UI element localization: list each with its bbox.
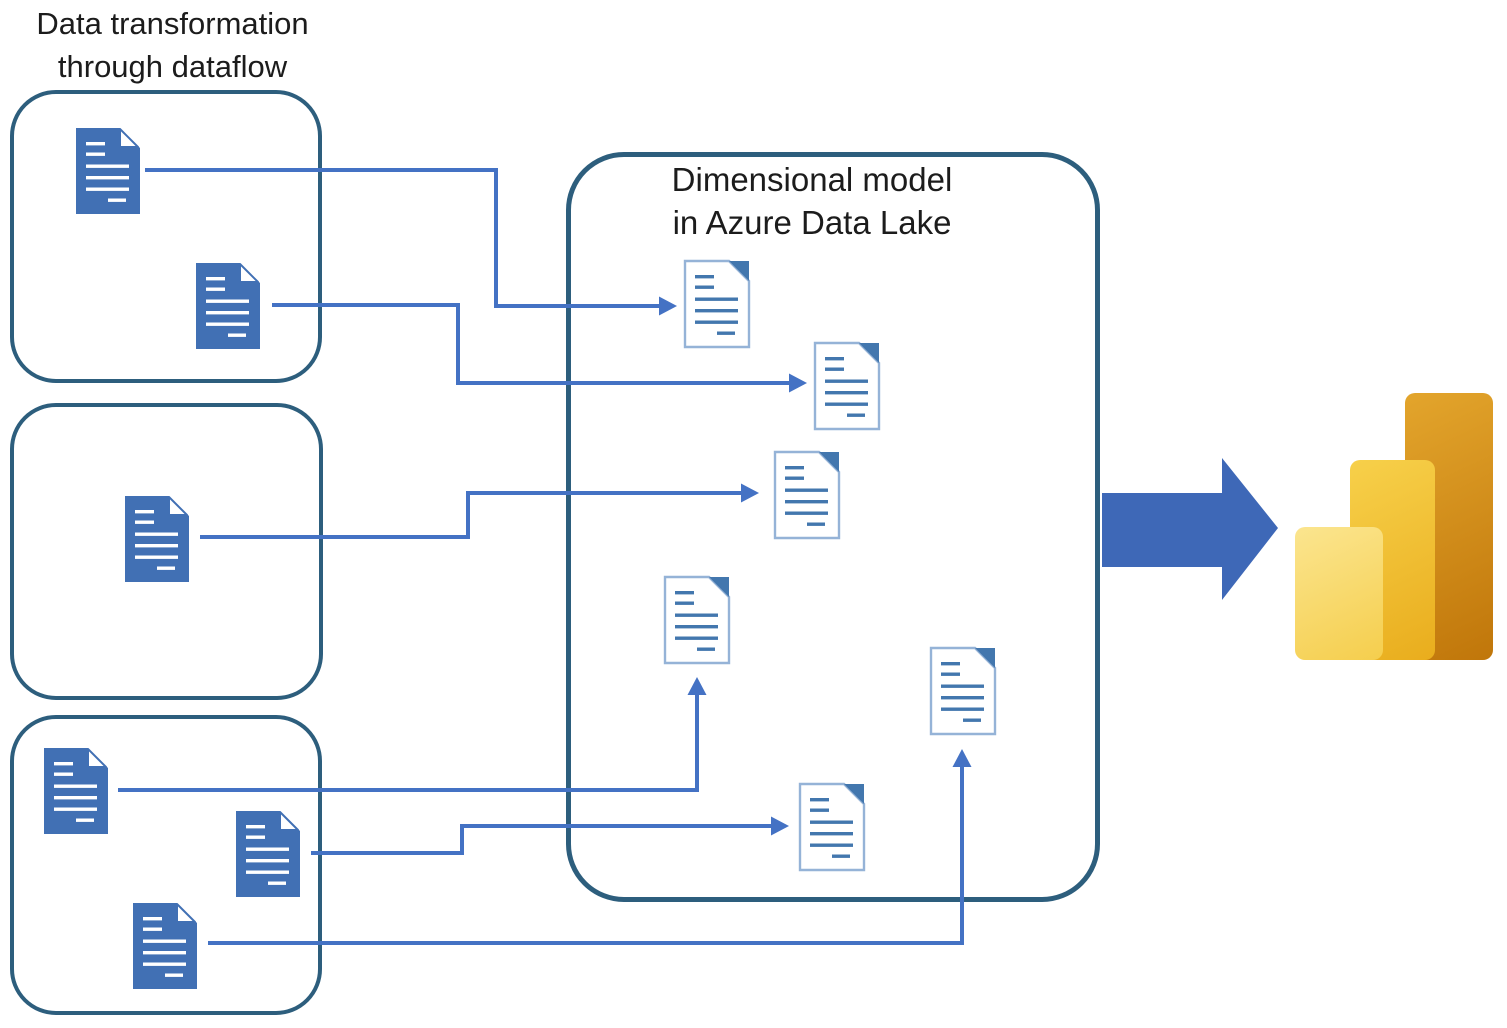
flow-arrow-2: [272, 303, 807, 393]
arrowhead-icon: [687, 677, 707, 695]
lake-container: [566, 152, 1100, 902]
model-document-6: [928, 645, 998, 737]
arrowhead-icon: [789, 373, 807, 393]
lake-title-line1: Dimensional model: [671, 161, 953, 198]
arrowhead-icon: [659, 296, 677, 316]
lake-title-line2: in Azure Data Lake: [672, 204, 952, 241]
dataflow-box-1: [10, 90, 322, 383]
model-document-2: [812, 340, 882, 432]
document-icon: [683, 259, 751, 349]
source-document-4: [41, 745, 111, 837]
dataflow-title-line2: through dataflow: [57, 49, 288, 84]
document-icon: [196, 263, 260, 349]
model-document-4: [662, 574, 732, 666]
document-icon: [236, 811, 300, 897]
dataflow-box-3: [10, 715, 322, 1015]
source-document-2: [193, 260, 263, 352]
flow-arrow-5: [311, 816, 789, 855]
document-icon: [798, 782, 866, 872]
document-icon: [44, 748, 108, 834]
document-icon: [773, 450, 841, 540]
document-icon: [133, 903, 197, 989]
document-icon: [76, 128, 140, 214]
output-arrow: [1102, 458, 1278, 600]
model-document-3: [772, 449, 842, 541]
dataflow-title-line1: Data transformation: [36, 6, 309, 41]
powerbi-bar-short: [1295, 527, 1383, 660]
document-icon: [663, 575, 731, 665]
arrowhead-icon: [952, 749, 972, 767]
arrowhead-icon: [771, 816, 789, 836]
document-icon: [929, 646, 997, 736]
flow-arrow-1: [145, 168, 677, 316]
lake-title: Dimensional model in Azure Data Lake: [617, 158, 1007, 244]
source-document-5: [233, 808, 303, 900]
flow-arrow-4: [118, 677, 707, 792]
document-icon: [813, 341, 881, 431]
arrowhead-icon: [741, 483, 759, 503]
dataflow-box-2: [10, 403, 323, 700]
flow-arrow-3: [200, 483, 759, 539]
source-document-6: [130, 900, 200, 992]
model-document-5: [797, 781, 867, 873]
model-document-1: [682, 258, 752, 350]
source-document-3: [122, 493, 192, 585]
source-document-1: [73, 125, 143, 217]
document-icon: [125, 496, 189, 582]
flow-arrow-6: [208, 749, 972, 945]
dataflow-title: Data transformation through dataflow: [0, 2, 345, 88]
